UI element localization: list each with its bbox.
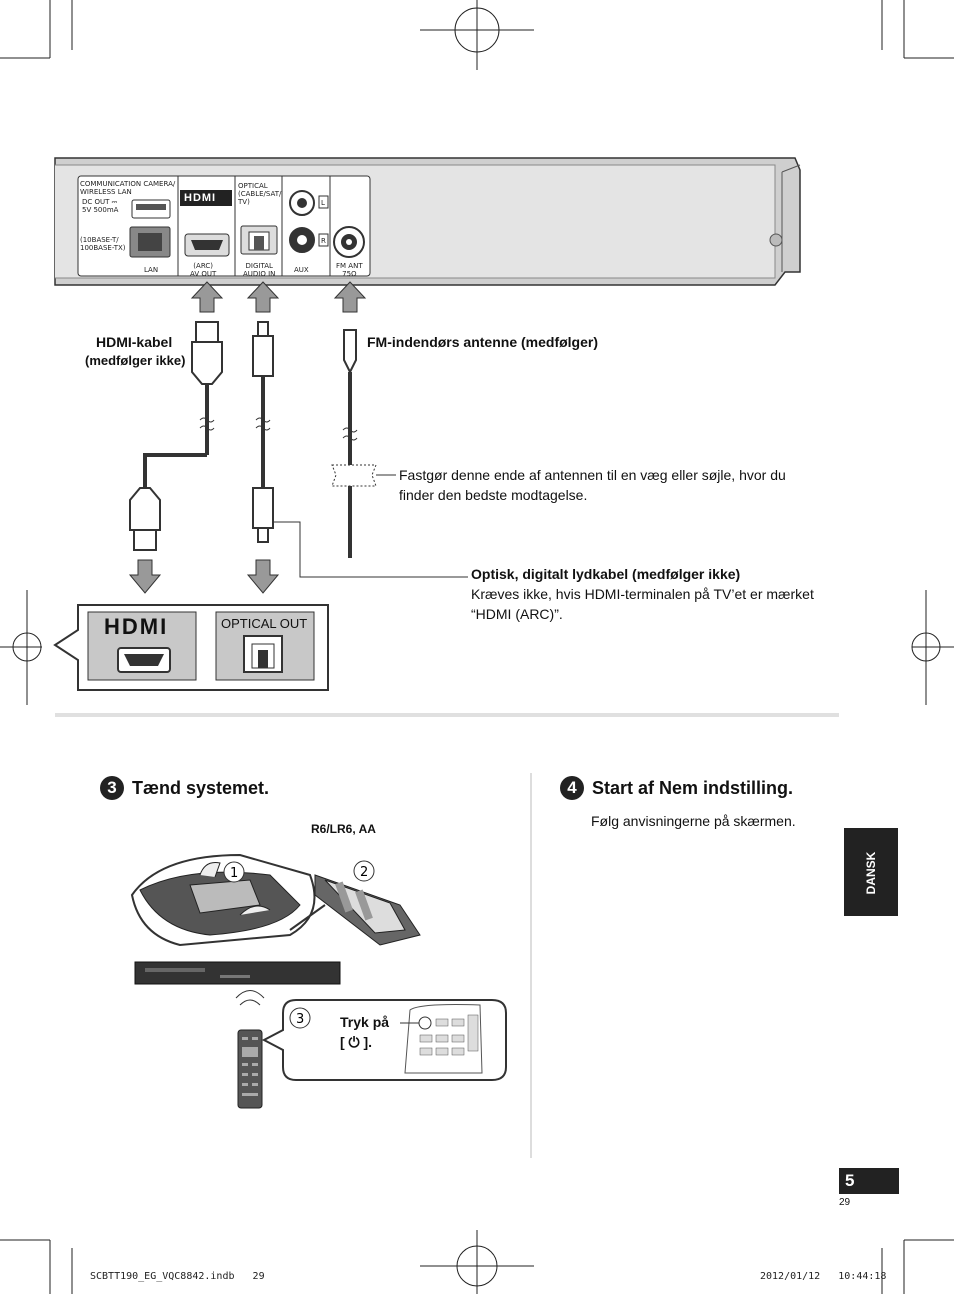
step4-text: Følg anvisningerne på skærmen. (591, 813, 796, 829)
tv-hdmi-logo: HDMI (104, 614, 169, 639)
circle3-text: 3 (296, 1012, 304, 1027)
step4-title: Start af Nem indstilling. (592, 777, 794, 798)
step3-number: 3 (100, 776, 124, 800)
fm-antenna-label: FM-indendørs antenne (medfølger) (367, 334, 598, 350)
dcout-label: DC OUT ⎓ 5V 500mA (82, 198, 119, 214)
footer-file: SCBTT190_EG_VQC8842.indb 29 (90, 1271, 265, 1282)
step3-heading: 3 Tænd systemet. (100, 776, 269, 800)
language-tab-label: DANSK (864, 851, 878, 895)
section-divider (55, 713, 839, 717)
language-tab: DANSK (844, 828, 898, 916)
aux-l-label: L (321, 199, 325, 207)
remote-illustration: 1 2 3 (130, 853, 507, 1109)
footer-date: 2012/01/12 10:44:18 (760, 1271, 887, 1282)
fasten-note: Fastgør denne ende af antennen til en væ… (399, 467, 786, 503)
arc-label: (ARC) AV OUT (190, 262, 217, 278)
aux-r-label: R (321, 237, 326, 245)
circle1-text: 1 (230, 866, 238, 881)
digital-audio-label: DIGITAL AUDIO IN (243, 262, 276, 278)
step3-title: Tænd systemet. (132, 777, 270, 798)
aux-label: AUX (294, 266, 309, 274)
lan-spec-label: (10BASE-T/ 100BASE-TX) (80, 236, 126, 252)
hdmi-logo: HDMI (184, 192, 217, 204)
hdmi-cable-label: HDMI-kabel (96, 334, 173, 350)
fm-ant-label: FM ANT 75Ω (336, 262, 363, 278)
page-number: 5 (839, 1168, 899, 1194)
connection-diagram (53, 157, 801, 691)
optical-cable-label: Optisk, digitalt lydkabel (medfølger ikk… (471, 566, 741, 582)
press-line2: [ ⏻ ]. (340, 1034, 373, 1050)
comm-label: COMMUNICATION CAMERA/ WIRELESS LAN (80, 180, 176, 196)
column-divider (530, 773, 532, 1158)
hdmi-cable-note: (medfølger ikke) (85, 353, 186, 368)
lan-label: LAN (144, 266, 159, 274)
battery-label: R6/LR6, AA (311, 822, 376, 836)
optical-out-label: OPTICAL OUT (221, 616, 308, 631)
step4-number: 4 (560, 776, 584, 800)
optical-label: OPTICAL (CABLE/SAT/ TV) (238, 182, 282, 206)
step4-heading: 4 Start af Nem indstilling. (560, 776, 793, 800)
circle2-text: 2 (360, 865, 368, 880)
optical-cable-note: Kræves ikke, hvis HDMI-terminalen på TV’… (471, 586, 814, 622)
press-line1: Tryk på (340, 1014, 390, 1030)
page-sub: 29 (839, 1197, 851, 1208)
